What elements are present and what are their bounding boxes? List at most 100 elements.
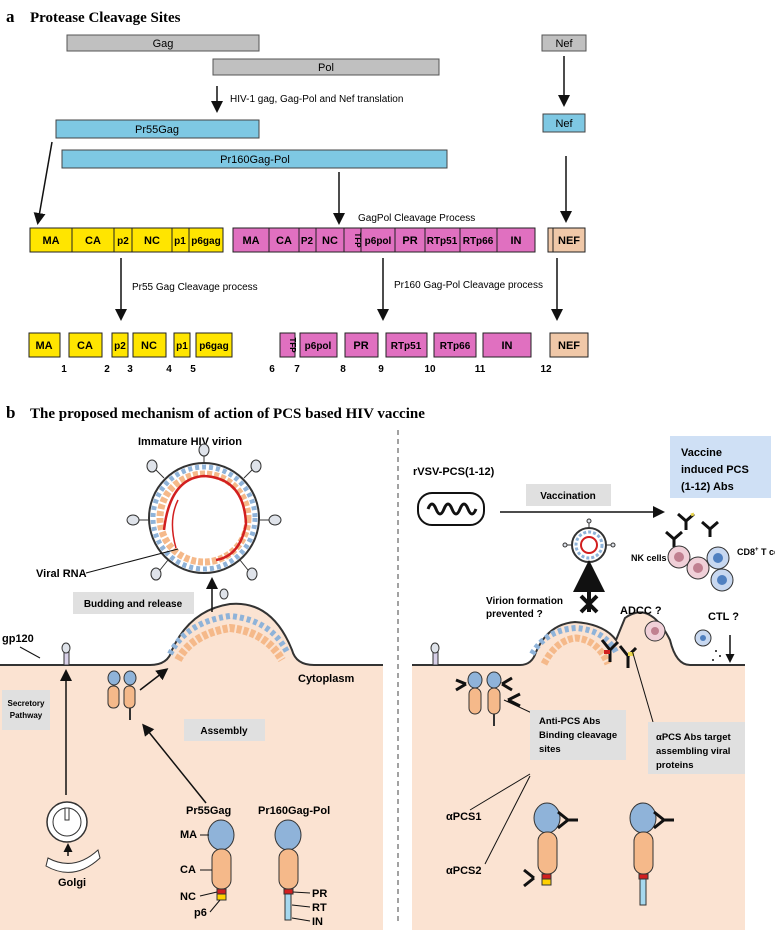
antibody-icon: [507, 692, 521, 708]
antibody-icon: [653, 810, 674, 830]
cytoplasm-label: Cytoplasm: [298, 673, 354, 685]
pr55gag-bar: [55, 119, 260, 139]
product-label: MA: [35, 340, 52, 352]
cleavage-products: MA CA p2 NC p1 p6gag TFP p6pol PR RTp51 …: [28, 332, 589, 358]
antibody-icons: [665, 512, 719, 547]
anti-pcs-line1: Anti-PCS Abs: [539, 716, 600, 727]
vaccine-abs-line3: (1-12) Abs: [681, 481, 734, 493]
anti-pcs-box: [530, 710, 626, 760]
cd8-label: CD8+ T cells: [737, 547, 775, 557]
product-box: [28, 332, 61, 358]
product-label: IN: [502, 340, 513, 352]
nef-protein-label: Nef: [555, 118, 573, 130]
vaccination-label: Vaccination: [540, 491, 596, 502]
gag-domain-label: p6gag: [191, 236, 220, 247]
site-number: 10: [424, 364, 436, 375]
nef-gene-label: Nef: [555, 38, 573, 50]
gag-gene-bar: [66, 34, 260, 52]
apcs-target-line3: proteins: [656, 760, 693, 771]
antibody-icon: [523, 868, 535, 888]
rvsv-vector-icon: [417, 492, 485, 526]
ctl-label: CTL ?: [708, 611, 739, 623]
assembly-label: Assembly: [200, 726, 248, 737]
antibody-icon: [665, 530, 683, 547]
gag-domain-label: p1: [174, 236, 186, 247]
panel-a-title: Protease Cleavage Sites: [30, 10, 181, 26]
site-number: 1: [61, 364, 67, 375]
gag-domain-label: CA: [85, 235, 101, 247]
immature-virion: [148, 462, 260, 574]
antibody-bound-gagpol-protein: [629, 802, 657, 906]
pol-gene-label: Pol: [318, 62, 334, 74]
product-box: [549, 332, 589, 358]
antibody-icon: [677, 512, 695, 530]
antibody-cleavage-tag: [604, 650, 610, 654]
cd8-cell-icons: [706, 546, 734, 592]
nk-cells-label: NK cells: [631, 553, 667, 563]
pr55gag-diagram-label: Pr55Gag: [186, 805, 231, 817]
cd8-label-tail: T cells: [759, 547, 775, 557]
site-number: 7: [294, 364, 300, 375]
gp120-head: [61, 642, 71, 654]
gag-cleavage-arrow: [33, 141, 53, 225]
apcs2-label: αPCS2: [446, 865, 482, 877]
pol-gene-bar: [212, 58, 440, 76]
gagpol-domain-label: P2: [301, 236, 314, 247]
antibody-bound-gag-antibodies: [455, 676, 521, 708]
pr160gagpol-protein: [274, 819, 302, 921]
product-label: RTp51: [391, 341, 422, 352]
product-box: [299, 332, 338, 358]
gagpol-cleavage-row: MA CA P2 NC TFP p6pol PR RTp51 RTp66 IN: [232, 227, 536, 253]
product-label: p6gag: [199, 341, 228, 352]
domain-label-rt: RT: [312, 902, 327, 914]
product-box: [68, 332, 103, 358]
gagpol-domain-label: MA: [242, 235, 259, 247]
gag-domain-label: p2: [117, 236, 129, 247]
antibody-bound-gag-pair: [467, 671, 502, 726]
budding-label-box: [73, 592, 194, 614]
nef-domain-label: NEF: [558, 235, 580, 247]
antibody-tip-icon: [690, 512, 695, 517]
apcs-target-pointer: [631, 649, 654, 723]
product-label: NEF: [558, 340, 580, 352]
gagpol-domain-label: NC: [322, 235, 338, 247]
gagpol-domain-label: RTp51: [427, 236, 458, 247]
gagpol-domain-box: [459, 227, 498, 253]
budding-label: Budding and release: [84, 599, 183, 610]
antibody-icon: [455, 678, 467, 692]
gagpol-domain-label: TFP: [353, 232, 362, 248]
gag-cleavage-row: MA CA p2 NC p1 p6gag: [29, 227, 224, 253]
antibody-icon: [701, 520, 719, 537]
block-x-icon: [579, 594, 599, 614]
product-label: RTp66: [440, 341, 471, 352]
gagpol-domain-box: [315, 227, 345, 253]
gagpol-domain-box: [496, 227, 536, 253]
product-box: [344, 332, 379, 358]
gag-domain-labels: MA CA NC p6: [180, 829, 207, 919]
site-number: 2: [104, 364, 110, 375]
antibody-icon: [557, 810, 578, 830]
gagpol-domain-label: p6pol: [365, 236, 392, 247]
pr160-process-label: Pr160 Gag-Pol Cleavage process: [394, 280, 543, 291]
panel-a-letter: a: [6, 7, 15, 26]
virion-prevented-line1: Virion formation: [486, 596, 563, 607]
panel-a: a Protease Cleavage Sites Gag Pol Nef HI…: [6, 7, 589, 375]
golgi-icon: [45, 849, 101, 873]
pr55gag-protein: [207, 819, 235, 901]
pr160gagpol-bar: [61, 149, 448, 169]
assembly-arrow: [142, 723, 207, 804]
gag-domain-box: [131, 227, 173, 253]
gp120-pointer: [19, 646, 41, 659]
anti-pcs-line2: Binding cleavage: [539, 730, 617, 741]
secretory-label-line1: Secretory: [8, 699, 45, 708]
nef-gene-bar: [541, 34, 587, 52]
secretory-label-line2: Pathway: [10, 711, 43, 720]
product-box: [279, 332, 296, 358]
ctl-nucleus: [700, 635, 706, 641]
domain-label-in: IN: [312, 916, 323, 928]
bud-spike: [219, 588, 229, 600]
site-number: 11: [475, 364, 486, 375]
anti-pcs-pointer: [503, 699, 535, 715]
domain-label-ca: CA: [180, 864, 196, 876]
gagpol-domain-box: [268, 227, 300, 253]
